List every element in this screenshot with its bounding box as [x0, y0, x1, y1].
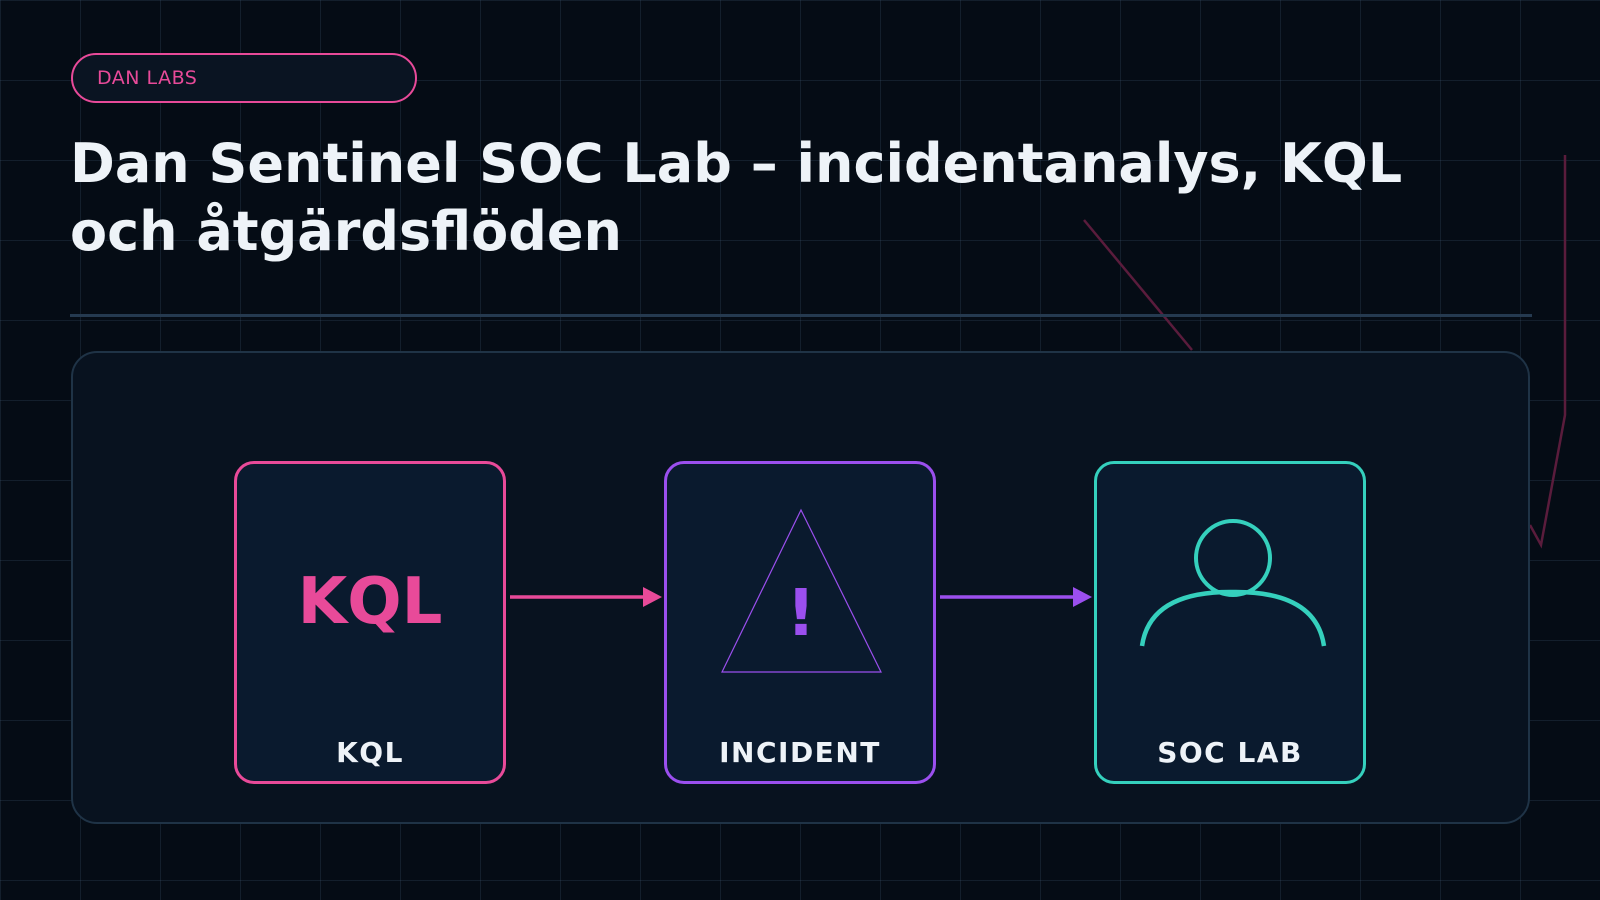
title-line-1: Dan Sentinel SOC Lab – incidentanalys, K…: [70, 132, 1403, 195]
brand-badge-label: DAN LABS: [97, 67, 198, 89]
flow-step-incident: ! INCIDENT: [664, 461, 936, 784]
title-divider: [70, 314, 1532, 317]
kql-text-icon: KQL: [297, 565, 443, 639]
warning-exclamation: !: [786, 577, 815, 651]
user-icon: [1139, 519, 1327, 647]
flow-step-label: KQL: [336, 736, 404, 769]
flow-step-kql: KQL KQL: [234, 461, 506, 784]
flow-step-label: INCIDENT: [719, 736, 881, 769]
title-line-2: och åtgärdsflöden: [70, 200, 622, 263]
flow-step-label: SOC LAB: [1157, 736, 1303, 769]
page-title: Dan Sentinel SOC Lab – incidentanalys, K…: [70, 130, 1510, 266]
brand-badge: DAN LABS: [71, 53, 417, 103]
warning-triangle-icon: !: [721, 508, 882, 673]
flow-step-soc-lab: SOC LAB: [1094, 461, 1366, 784]
